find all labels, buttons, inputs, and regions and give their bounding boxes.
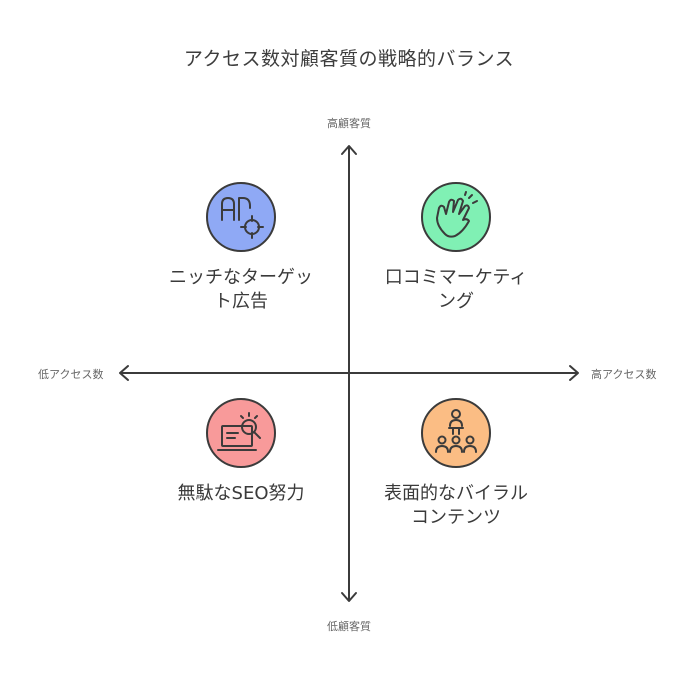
quadrant-bottom-right: 表面的なバイラル コンテンツ <box>356 398 556 530</box>
arrow-up-icon <box>341 145 357 155</box>
laptop-search-icon <box>206 398 276 468</box>
speaker-audience-icon <box>421 398 491 468</box>
diagram-title: アクセス数対顧客質の戦略的バランス <box>183 48 515 70</box>
quadrant-top-left: ニッチなターゲッ ト広告 <box>141 182 341 314</box>
quadrant-bottom-left: 無駄なSEO努力 <box>141 398 341 506</box>
quadrant-label: 表面的なバイラル コンテンツ <box>384 483 528 528</box>
axis-label-bottom: 低顧客質 <box>327 620 371 633</box>
quadrant-top-right: 口コミマーケティ ング <box>356 182 556 314</box>
quadrant-label: 無駄なSEO努力 <box>177 483 305 504</box>
arrow-left-icon <box>119 365 129 381</box>
quadrant-label: ニッチなターゲッ ト広告 <box>169 267 313 312</box>
clapping-hands-icon <box>421 182 491 252</box>
axis-label-right: 高アクセス数 <box>591 368 657 381</box>
quadrant-label: 口コミマーケティ ング <box>384 267 528 312</box>
arrow-down-icon <box>341 592 357 602</box>
targeted-ad-icon <box>206 182 276 252</box>
axis-label-left: 低アクセス数 <box>38 368 104 381</box>
arrow-right-icon <box>569 365 579 381</box>
axis-label-top: 高顧客質 <box>327 117 371 130</box>
